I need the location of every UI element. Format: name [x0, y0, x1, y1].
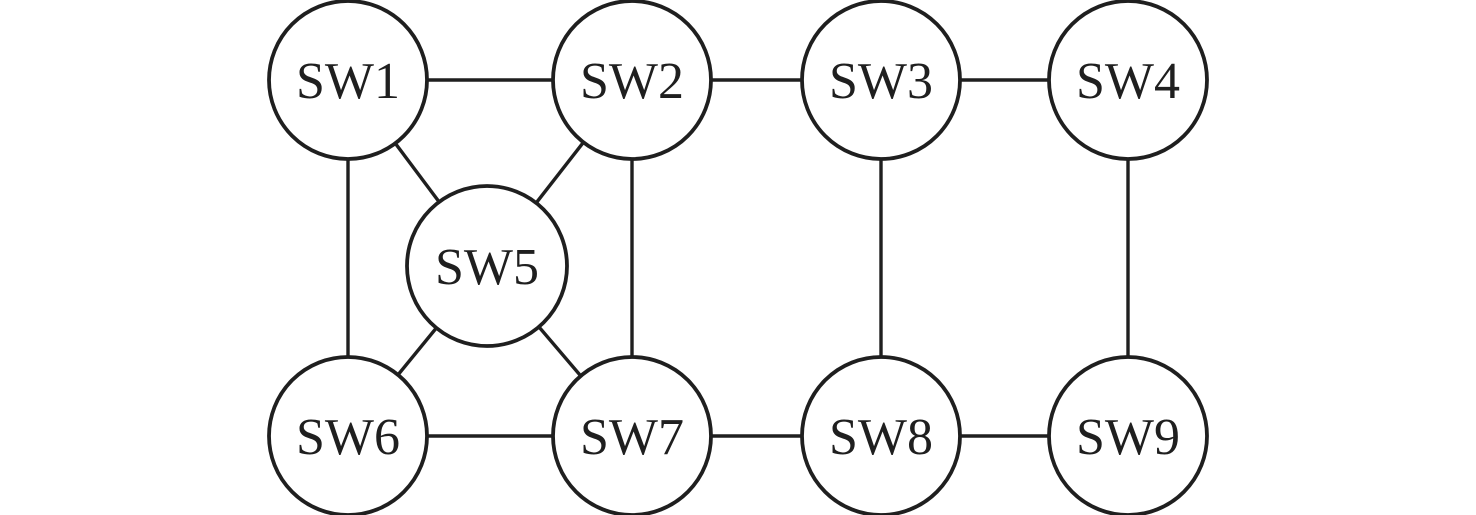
node-circle-sw7: [551, 355, 713, 515]
node-label-sw4: SW4: [1076, 53, 1180, 110]
node-circle-sw4: [1047, 0, 1209, 161]
node-circle-sw1: [267, 0, 429, 161]
node-sw3: SW3: [800, 0, 962, 161]
node-sw1: SW1: [267, 0, 429, 161]
node-sw4: SW4: [1047, 0, 1209, 161]
node-circle-sw3: [800, 0, 962, 161]
node-circle-sw9: [1047, 355, 1209, 515]
node-circle-sw2: [551, 0, 713, 161]
node-sw7: SW7: [551, 355, 713, 515]
node-sw2: SW2: [551, 0, 713, 161]
node-circle-sw6: [267, 355, 429, 515]
node-label-sw1: SW1: [296, 53, 400, 110]
node-sw5: SW5: [405, 184, 569, 348]
node-sw6: SW6: [267, 355, 429, 515]
node-label-sw5: SW5: [435, 239, 539, 296]
node-label-sw9: SW9: [1076, 409, 1180, 466]
node-circle-sw5: [405, 184, 569, 348]
node-sw8: SW8: [800, 355, 962, 515]
node-label-sw7: SW7: [580, 409, 684, 466]
node-label-sw2: SW2: [580, 53, 684, 110]
node-label-sw8: SW8: [829, 409, 933, 466]
node-label-sw3: SW3: [829, 53, 933, 110]
node-circle-sw8: [800, 355, 962, 515]
node-sw9: SW9: [1047, 355, 1209, 515]
node-label-sw6: SW6: [296, 409, 400, 466]
